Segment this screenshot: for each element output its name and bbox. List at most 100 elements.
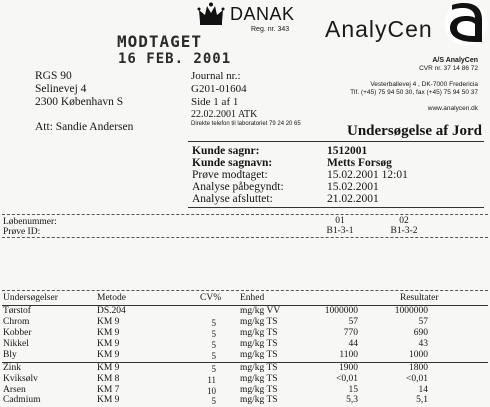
info-value-kunde-sagnavn: Metts Forsøg [327,157,392,169]
journal-number: G201-01604 [191,83,247,95]
col-header-results: Resultater [400,293,439,303]
cell-unit: mg/kg TS [240,385,278,395]
cell-result-1: 770 [343,328,358,338]
cell-result-1: 44 [348,339,359,349]
info-value-analyse-pabegyndt: 15.02.2001 [327,181,379,193]
analycen-logo-text: AnalyCen [325,16,433,42]
company-phone: Tlf. (+45) 75 94 50 30, fax (+45) 75 94 … [350,89,478,96]
info-value-analyse-afsluttet: 21.02.2001 [327,193,379,205]
prove-id-label: Prøve ID: [3,227,41,237]
info-bottom-rule [188,207,484,208]
journal-label: Journal nr.: [191,70,241,82]
company-cvr: CVR nr. 37 14 86 72 [419,65,478,72]
cell-method: KM 9 [97,328,120,338]
col-header-cv: CV% [200,293,222,303]
prove-id-2: B1-3-2 [390,226,418,236]
cell-method: KM 9 [97,339,120,349]
cell-parameter: Arsen [3,385,26,395]
prove-id-1: B1-3-1 [326,226,354,236]
col-header-unit: Enhed [240,293,265,303]
cell-method: KM 9 [97,350,120,360]
received-stamp-label: MODTAGET [117,32,203,51]
cell-cv: 5 [211,351,217,361]
info-label-kunde-sagnr: Kunde sagnr: [192,145,260,157]
cell-result-1: 1900 [339,363,358,373]
lobenummer-label: Løbenummer: [3,217,57,227]
info-value-prove-modtaget: 15.02.2001 12:01 [327,169,408,181]
info-label-analyse-pabegyndt: Analyse påbegyndt: [192,181,284,193]
info-label-kunde-sagnavn: Kunde sagnavn: [192,157,273,169]
journal-page: Side 1 af 1 [191,96,239,108]
cell-cv: 5 [211,340,217,350]
received-stamp-date: 16 FEB. 2001 [118,51,232,67]
lobenummer-02: 02 [399,216,409,226]
recipient-attention: Att: Sandie Andersen [35,121,134,133]
samples-top-rule [2,214,488,215]
recipient-name: RGS 90 [35,70,72,82]
cell-result-2: 14 [418,385,429,395]
cell-parameter: Bly [3,350,17,360]
cell-result-2: 5,1 [416,395,428,405]
danak-logo-text: DANAK [230,4,295,24]
cell-result-1: 15 [348,385,359,395]
cell-result-1: 57 [348,317,359,327]
cell-unit: mg/kg TS [240,350,278,360]
journal-date-signature: 22.02.2001 ATK [191,109,258,120]
company-address: Vesterballevej 4 , DK-7000 Fredericia [370,81,478,88]
company-web: www.analycen.dk [427,105,478,112]
cell-method: KM 7 [97,385,120,395]
cell-result-2: 1000000 [394,306,428,316]
table-top-rule [2,290,488,291]
cell-result-1: 5,3 [346,395,358,405]
cell-parameter: Zink [3,363,21,373]
info-label-analyse-afsluttet: Analyse afsluttet: [192,193,273,205]
table-group-rule [2,362,488,363]
company-legal-name: A/S AnalyCen [432,57,478,64]
cell-unit: mg/kg TS [240,339,278,349]
recipient-street: Selinevej 4 [35,83,87,95]
cell-cv: 5 [211,318,217,328]
cell-unit: mg/kg TS [240,328,278,338]
cell-method: KM 9 [97,317,120,327]
cell-method: KM 9 [97,363,120,373]
cell-result-2: 43 [418,339,429,349]
cell-method: KM 9 [97,395,120,405]
cell-result-2: <0,01 [406,374,428,384]
cell-parameter: Kviksølv [3,374,38,384]
journal-direct-phone: Direkte telefon til laboratoriet 79 24 2… [191,121,301,127]
cell-parameter: Cadmium [3,395,41,405]
cell-result-1: <0,01 [336,374,358,384]
info-label-prove-modtaget: Prøve modtaget: [192,169,268,181]
recipient-city: 2300 København S [35,96,124,108]
col-header-parameter: Undersøgelser [3,293,58,303]
cell-unit: mg/kg TS [240,363,278,373]
cell-result-1: 1100 [339,350,358,360]
cell-unit: mg/kg VV [240,306,281,316]
col-header-method: Metode [97,293,127,303]
cell-result-1: 1000000 [324,306,358,316]
cell-cv: 10 [207,386,216,396]
table-header-rule [2,305,488,306]
cell-result-2: 57 [418,317,429,327]
analycen-a-logo-icon [444,2,488,46]
cell-method: KM 8 [97,374,120,384]
report-title: Undersøgelse af Jord [347,123,482,139]
cell-method: DS.204 [97,306,126,316]
cell-result-2: 690 [413,328,428,338]
title-underline [188,141,484,142]
cell-parameter: Nikkel [3,339,29,349]
cell-parameter: Chrom [3,317,30,327]
cell-parameter: Tørstof [3,306,31,316]
danak-reg-nr: Reg. nr. 343 [251,26,290,33]
cell-result-2: 1800 [409,363,428,373]
cell-cv: 11 [207,375,216,385]
cell-result-2: 1000 [409,350,428,360]
cell-cv: 5 [211,329,217,339]
samples-bottom-rule [2,237,488,238]
crown-icon [197,2,225,25]
cell-unit: mg/kg TS [240,374,278,384]
cell-cv: 5 [211,396,217,406]
info-value-kunde-sagnr: 1512001 [327,145,368,157]
lobenummer-01: 01 [335,216,345,226]
cell-parameter: Kobber [3,328,32,338]
